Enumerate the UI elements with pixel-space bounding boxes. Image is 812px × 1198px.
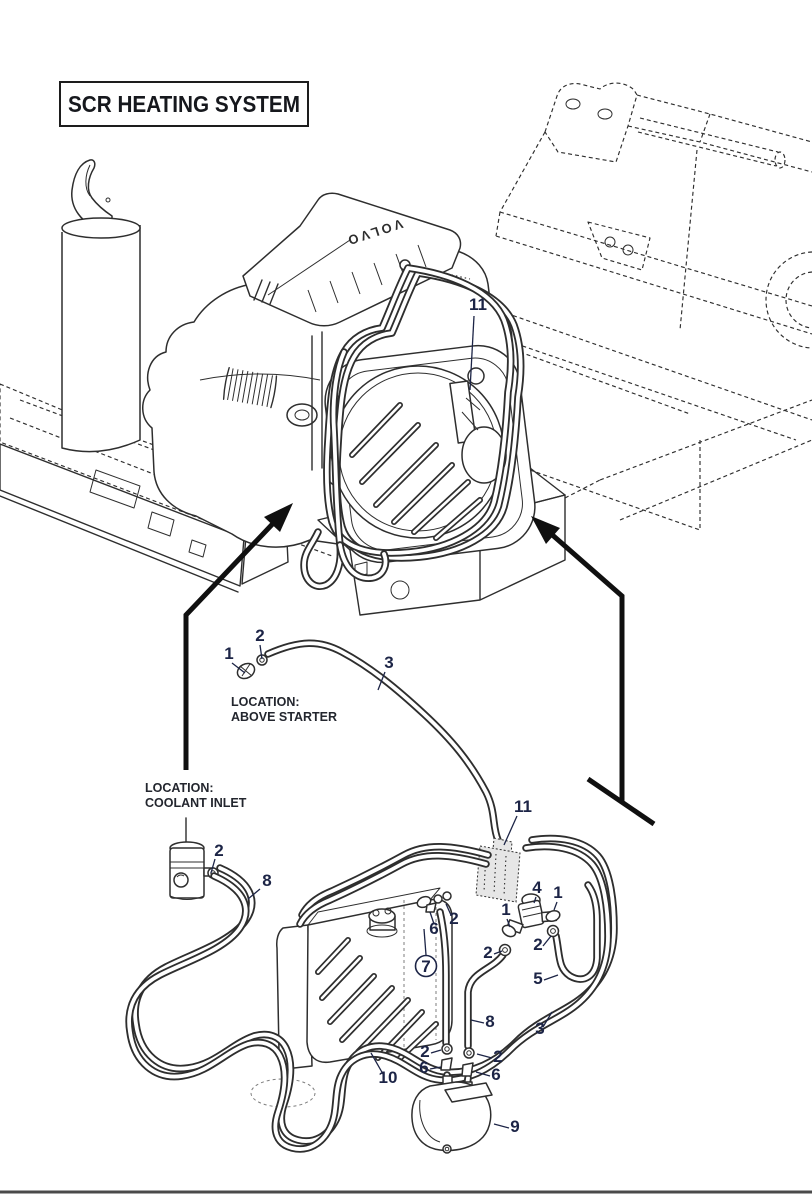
heater-hoses-upper bbox=[304, 268, 521, 586]
bellows-hose bbox=[222, 367, 278, 409]
callout-number: 6 bbox=[419, 1058, 428, 1077]
callout-1: 1 bbox=[553, 883, 563, 911]
tank-top-fittings bbox=[416, 891, 452, 913]
heat-shield bbox=[475, 837, 521, 903]
callout-number: 8 bbox=[485, 1012, 494, 1031]
callout-2: 2 bbox=[210, 841, 224, 874]
callout-number: 5 bbox=[533, 969, 542, 988]
callout-6: 6 bbox=[419, 1058, 442, 1077]
callout-4: 4 bbox=[532, 878, 542, 904]
callout-9: 9 bbox=[493, 1117, 520, 1136]
callout-circle bbox=[414, 954, 438, 978]
callout-1: 1 bbox=[501, 900, 511, 928]
callout-2: 2 bbox=[483, 943, 503, 962]
callout-number: 4 bbox=[532, 878, 542, 897]
callout-number: 11 bbox=[514, 797, 532, 816]
callout-3: 3 bbox=[377, 653, 394, 691]
callout-2: 2 bbox=[476, 1047, 503, 1066]
callout-number: 10 bbox=[379, 1068, 398, 1087]
callout-number: 2 bbox=[449, 909, 458, 928]
callout-number: 9 bbox=[510, 1117, 519, 1136]
callout-5: 5 bbox=[533, 969, 559, 988]
pump-inlet-fittings bbox=[440, 1043, 475, 1077]
page-title: SCR HEATING SYSTEM bbox=[68, 91, 300, 117]
scr-tank-upper-drawing bbox=[304, 268, 566, 616]
callout-number: 6 bbox=[429, 919, 438, 938]
callout-2: 2 bbox=[533, 935, 552, 954]
filler-cap bbox=[366, 907, 398, 938]
callout-2: 2 bbox=[420, 1042, 442, 1061]
coolant-pump-drawing bbox=[411, 1075, 493, 1154]
callout-number: 3 bbox=[535, 1019, 544, 1038]
callout-10: 10 bbox=[370, 1052, 398, 1087]
location-label-layer: LOCATION:ABOVE STARTER LOCATION:COOLANT I… bbox=[145, 695, 337, 810]
reference-arrow-left bbox=[183, 503, 293, 770]
tank-pump-unit bbox=[449, 367, 507, 484]
callout-number: 1 bbox=[553, 883, 562, 902]
callout-1: 1 bbox=[224, 644, 246, 674]
valve-cover: VOLVO bbox=[242, 192, 462, 327]
callout-number: 2 bbox=[214, 841, 223, 860]
title-block: SCR HEATING SYSTEM bbox=[59, 81, 309, 127]
def-tank-lower-drawing bbox=[250, 887, 453, 1108]
callout-2: 2 bbox=[255, 626, 265, 660]
callout-6: 6 bbox=[475, 1065, 501, 1084]
title-box bbox=[59, 81, 309, 127]
callout-11: 11 bbox=[469, 295, 487, 391]
callout-8: 8 bbox=[247, 871, 272, 900]
callout-number: 2 bbox=[533, 935, 542, 954]
hose-fitting-1 bbox=[236, 654, 268, 680]
chassis-frame-drawing bbox=[475, 82, 812, 531]
exhaust-stack-drawing bbox=[61, 159, 141, 453]
coolant-inlet-valve bbox=[169, 817, 219, 900]
callout-number: 7 bbox=[421, 957, 430, 976]
above-starter-assembly bbox=[236, 643, 498, 840]
callout-number: 3 bbox=[384, 653, 393, 672]
callout-number: 1 bbox=[501, 900, 510, 919]
callout-number: 2 bbox=[255, 626, 264, 645]
callout-number: 6 bbox=[491, 1065, 500, 1084]
callout-3: 3 bbox=[535, 1011, 553, 1038]
callout-number: 2 bbox=[483, 943, 492, 962]
heater-valve-assembly bbox=[498, 893, 561, 957]
reference-arrow-right bbox=[531, 516, 656, 827]
callout-number: 8 bbox=[262, 871, 271, 890]
callout-6: 6 bbox=[429, 911, 439, 938]
callout-number: 2 bbox=[493, 1047, 502, 1066]
callout-number: 1 bbox=[224, 644, 233, 663]
location-above-starter: LOCATION:ABOVE STARTER bbox=[231, 695, 337, 724]
callout-7: 7 bbox=[414, 928, 438, 978]
callout-number: 2 bbox=[420, 1042, 429, 1061]
callout-number: 11 bbox=[469, 295, 487, 314]
location-coolant-inlet: LOCATION:COOLANT INLET bbox=[145, 781, 247, 810]
callout-8: 8 bbox=[470, 1012, 495, 1031]
callout-11: 11 bbox=[503, 797, 532, 846]
callout-2: 2 bbox=[445, 903, 459, 928]
